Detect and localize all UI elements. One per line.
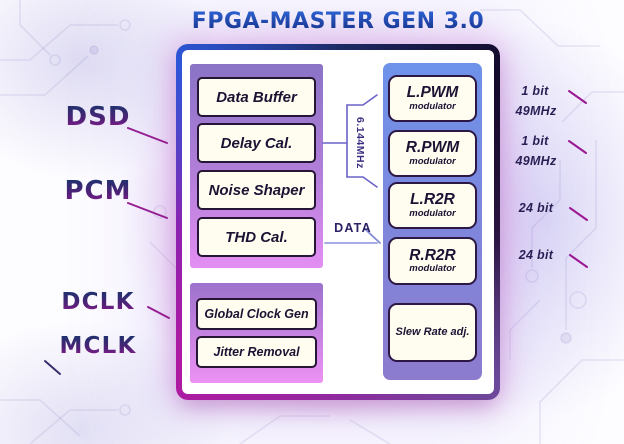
circuit-node bbox=[560, 332, 572, 344]
circuit-trace bbox=[561, 91, 624, 123]
circuit-node bbox=[89, 45, 99, 55]
circuit-node bbox=[569, 291, 587, 309]
clock-rate-label: 6.144MHz bbox=[354, 117, 366, 169]
pcm-arrowhead bbox=[127, 202, 168, 219]
output3-arrowhead bbox=[569, 207, 588, 221]
circuit-node bbox=[49, 54, 61, 66]
data-bus-label: DATA bbox=[334, 221, 372, 235]
dsd-arrowhead bbox=[127, 127, 168, 144]
circuit-trace bbox=[0, 24, 118, 61]
mclk-arrowhead bbox=[44, 360, 61, 375]
circuit-trace bbox=[565, 140, 597, 330]
output4-arrowhead bbox=[569, 254, 588, 268]
output2-arrowhead bbox=[568, 140, 587, 154]
circuit-trace bbox=[19, 0, 51, 56]
output1-arrowhead bbox=[568, 90, 587, 104]
circuit-trace bbox=[0, 55, 89, 96]
dclk-arrowhead bbox=[147, 306, 170, 319]
circuit-trace bbox=[0, 399, 81, 437]
circuit-trace bbox=[29, 409, 118, 444]
